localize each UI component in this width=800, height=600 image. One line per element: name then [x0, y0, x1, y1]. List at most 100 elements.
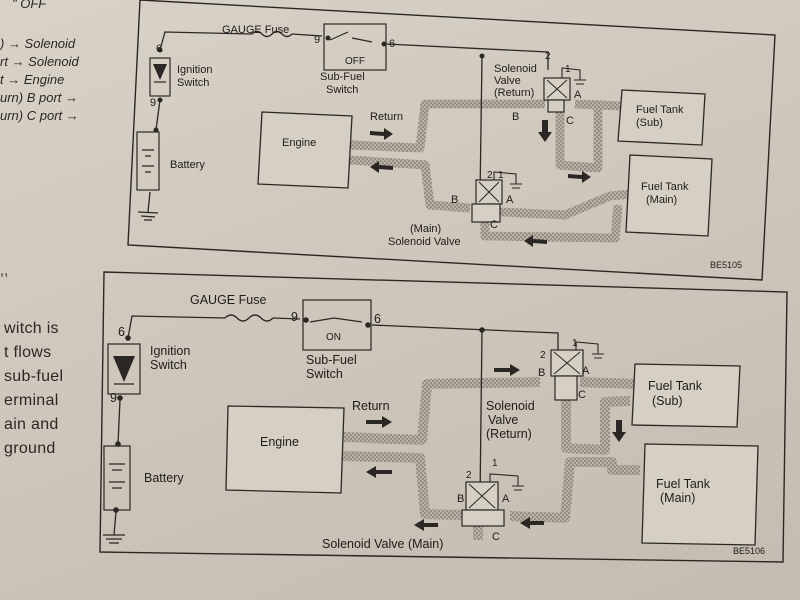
lower-sub-fuel-switch: ON: [302, 299, 372, 351]
lower-solenoid-valve-return: [550, 341, 604, 401]
lower-main-pin-1: 1: [492, 458, 498, 469]
lower-sub-tank-label-1: Fuel Tank: [648, 379, 703, 393]
lower-ignition-switch: [107, 343, 141, 395]
diagram-upper: OFF: [127, 0, 776, 281]
upper-fuel-pipes: [349, 99, 633, 243]
upper-main-tank-label-2: (Main): [646, 194, 677, 206]
upper-return-port-a: A: [574, 89, 582, 101]
lower-fuel-pipes: [342, 377, 640, 540]
margin-text-off: " OFF: [12, 0, 47, 11]
upper-terminal-6-switch: 6: [389, 38, 395, 50]
upper-terminal-6-left: 6: [156, 43, 162, 55]
lower-main-pin-2: 2: [466, 470, 472, 481]
lower-wire-nodes: [113, 317, 485, 513]
upper-switch-label-2: Switch: [326, 84, 358, 96]
upper-main-port-c: C: [490, 219, 498, 231]
upper-return-valve-label-2: Valve: [494, 75, 521, 87]
upper-main-port-a: A: [506, 194, 514, 206]
lower-switch-state: ON: [326, 332, 341, 343]
upper-return-label: Return: [370, 111, 403, 123]
upper-sub-tank-box: [617, 89, 706, 146]
margin-text-c-port: urn) C port →: [0, 108, 79, 123]
lower-terminal-9-fuse: 9: [291, 310, 298, 324]
upper-return-pin-1: 1: [565, 64, 571, 75]
lower-ignition-label-2: Switch: [150, 358, 187, 372]
margin-text-line-4: erminal: [4, 392, 59, 409]
lower-return-port-b: B: [538, 367, 545, 379]
upper-main-valve-label-1: (Main): [410, 223, 441, 235]
lower-sub-tank-box: [631, 363, 741, 428]
margin-text-line-3: sub-fuel: [4, 368, 64, 385]
lower-engine-label: Engine: [260, 435, 299, 449]
upper-main-port-b: B: [451, 194, 458, 206]
lower-terminal-6-left: 6: [118, 325, 125, 339]
margin-text-b-port: urn) B port →: [0, 90, 79, 105]
upper-flow-arrows: [370, 120, 591, 247]
upper-wiring: [137, 30, 549, 221]
upper-engine-box: [257, 111, 353, 189]
upper-sub-tank-label-2: (Sub): [636, 117, 663, 129]
upper-wire-nodes: [153, 35, 485, 133]
lower-return-valve-label-3: (Return): [486, 427, 532, 441]
lower-return-valve-label-1: Solenoid: [486, 399, 535, 413]
lower-solenoid-valve-main: [461, 473, 524, 527]
upper-terminal-9-fuse: 9: [314, 34, 320, 46]
upper-engine-label: Engine: [282, 137, 316, 149]
upper-solenoid-valve-return: [543, 67, 586, 113]
upper-return-valve-label-1: Solenoid: [494, 63, 537, 75]
upper-fuse-label: GAUGE Fuse: [222, 24, 289, 36]
upper-switch-label-1: Sub-Fuel: [320, 71, 365, 83]
upper-sub-fuel-switch: OFF: [323, 23, 387, 71]
lower-main-tank-box: [641, 443, 759, 546]
upper-return-port-b: B: [512, 111, 519, 123]
upper-return-pin-2: 2: [545, 51, 551, 62]
margin-text-line-6: ground: [4, 440, 56, 457]
upper-ignition-label-1: Ignition: [177, 64, 212, 76]
margin-text-line-2: t flows: [4, 344, 52, 361]
upper-ignition-switch: [149, 57, 171, 97]
margin-text-line-5: ain and: [4, 416, 59, 433]
upper-main-valve-label-2: Solenoid Valve: [388, 236, 461, 248]
lower-wiring: [103, 314, 559, 544]
lower-ignition-label-1: Ignition: [150, 344, 190, 358]
lower-main-port-a: A: [502, 493, 510, 505]
upper-ignition-label-2: Switch: [177, 77, 209, 89]
lower-return-label: Return: [352, 399, 390, 413]
lower-return-pin-1: 1: [572, 338, 578, 349]
lower-engine-box: [225, 405, 345, 494]
upper-main-pin-2: 2: [487, 170, 493, 181]
upper-main-pin-1: 1: [498, 170, 504, 181]
lower-battery: [103, 445, 131, 511]
upper-battery: [136, 131, 160, 191]
upper-battery-label: Battery: [170, 159, 205, 171]
margin-text-quote: ,,: [0, 262, 9, 278]
lower-switch-label-1: Sub-Fuel: [306, 353, 357, 367]
lower-terminal-9-ignition: 9: [110, 391, 117, 405]
upper-sub-tank-label-1: Fuel Tank: [636, 104, 684, 116]
lower-figure-code: BE5106: [733, 546, 765, 556]
diagram-upper-frame: [127, 0, 776, 281]
lower-return-valve-label-2: Valve: [488, 413, 518, 427]
diagram-lower-frame: [99, 271, 788, 563]
lower-main-port-b: B: [457, 493, 464, 505]
diagram-lower: ON: [99, 271, 788, 563]
lower-terminal-6-switch: 6: [374, 312, 381, 326]
lower-battery-label: Battery: [144, 471, 184, 485]
lower-switch-label-2: Switch: [306, 367, 343, 381]
upper-terminal-9-ignition: 9: [150, 97, 156, 109]
lower-main-tank-label-2: (Main): [660, 491, 695, 505]
lower-return-pin-2: 2: [540, 350, 546, 361]
lower-main-tank-label-1: Fuel Tank: [656, 477, 711, 491]
margin-text-line-1: witch is: [4, 320, 59, 337]
margin-text-solenoid-1: ) → Solenoid: [0, 36, 76, 51]
lower-sub-tank-label-2: (Sub): [652, 394, 683, 408]
upper-switch-state: OFF: [345, 56, 365, 67]
lower-main-valve-label: Solenoid Valve (Main): [322, 537, 443, 551]
upper-solenoid-valve-main: [471, 171, 522, 223]
margin-text-solenoid-2: rt → Solenoid: [0, 54, 79, 69]
upper-figure-code: BE5105: [710, 260, 742, 270]
lower-return-port-a: A: [582, 365, 590, 377]
upper-return-valve-label-3: (Return): [494, 87, 534, 99]
